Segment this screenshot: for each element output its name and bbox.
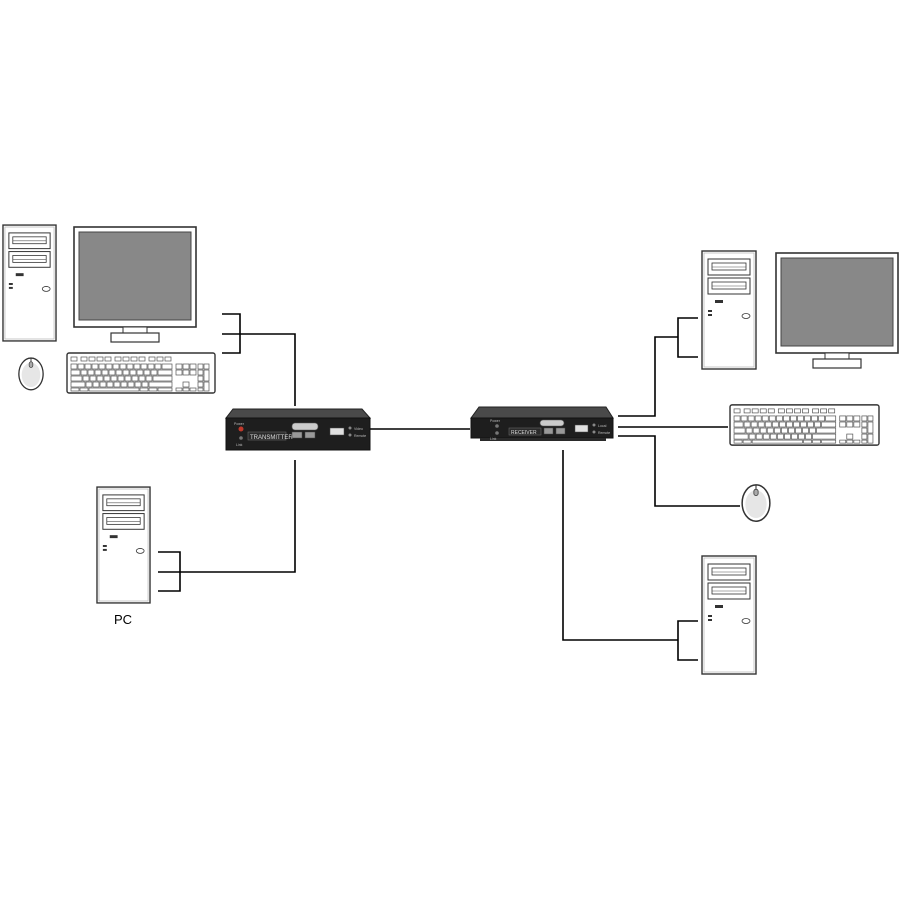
- right-computer-tower-icon: [701, 250, 757, 370]
- receiver-panel-label: RECEIVER: [511, 430, 537, 436]
- link-led-label: Link: [236, 443, 243, 447]
- kvm-transmitter-icon: Power Link TRANSMITTER Video Remote: [224, 408, 372, 451]
- right-keyboard-icon: [729, 404, 880, 446]
- local-led-label: Local: [598, 424, 607, 428]
- transmitter-panel-label: TRANSMITTER: [250, 435, 293, 441]
- video-led-label: Video: [354, 427, 363, 431]
- cable-left-computer-bracket: [222, 313, 296, 406]
- right-mouse-icon: [741, 484, 771, 523]
- cable-pc-bracket: [158, 460, 296, 592]
- power-led-label: Power: [234, 422, 245, 426]
- mouse-icon: [18, 357, 44, 391]
- receiver-remote-led-label: Remote: [598, 431, 610, 435]
- cables: [158, 313, 740, 661]
- computer-tower-icon: [2, 224, 57, 342]
- bottom-computer-tower-icon: [701, 555, 757, 675]
- cable-receiver-mouse: [618, 435, 740, 507]
- receiver-link-led-label: Link: [490, 437, 497, 441]
- monitor-icon: [73, 226, 197, 343]
- right-monitor-icon: [775, 252, 899, 369]
- pc-tower-icon: [96, 486, 151, 604]
- keyboard-icon: [66, 352, 216, 394]
- pc-label: PC: [113, 612, 133, 627]
- cable-receiver-computer: [618, 317, 698, 417]
- receiver-power-led-label: Power: [490, 419, 501, 423]
- kvm-receiver-icon: Power Link RECEIVER Local Remote: [470, 406, 614, 441]
- remote-led-label: Remote: [354, 434, 366, 438]
- cable-receiver-bottom-computer: [562, 450, 698, 661]
